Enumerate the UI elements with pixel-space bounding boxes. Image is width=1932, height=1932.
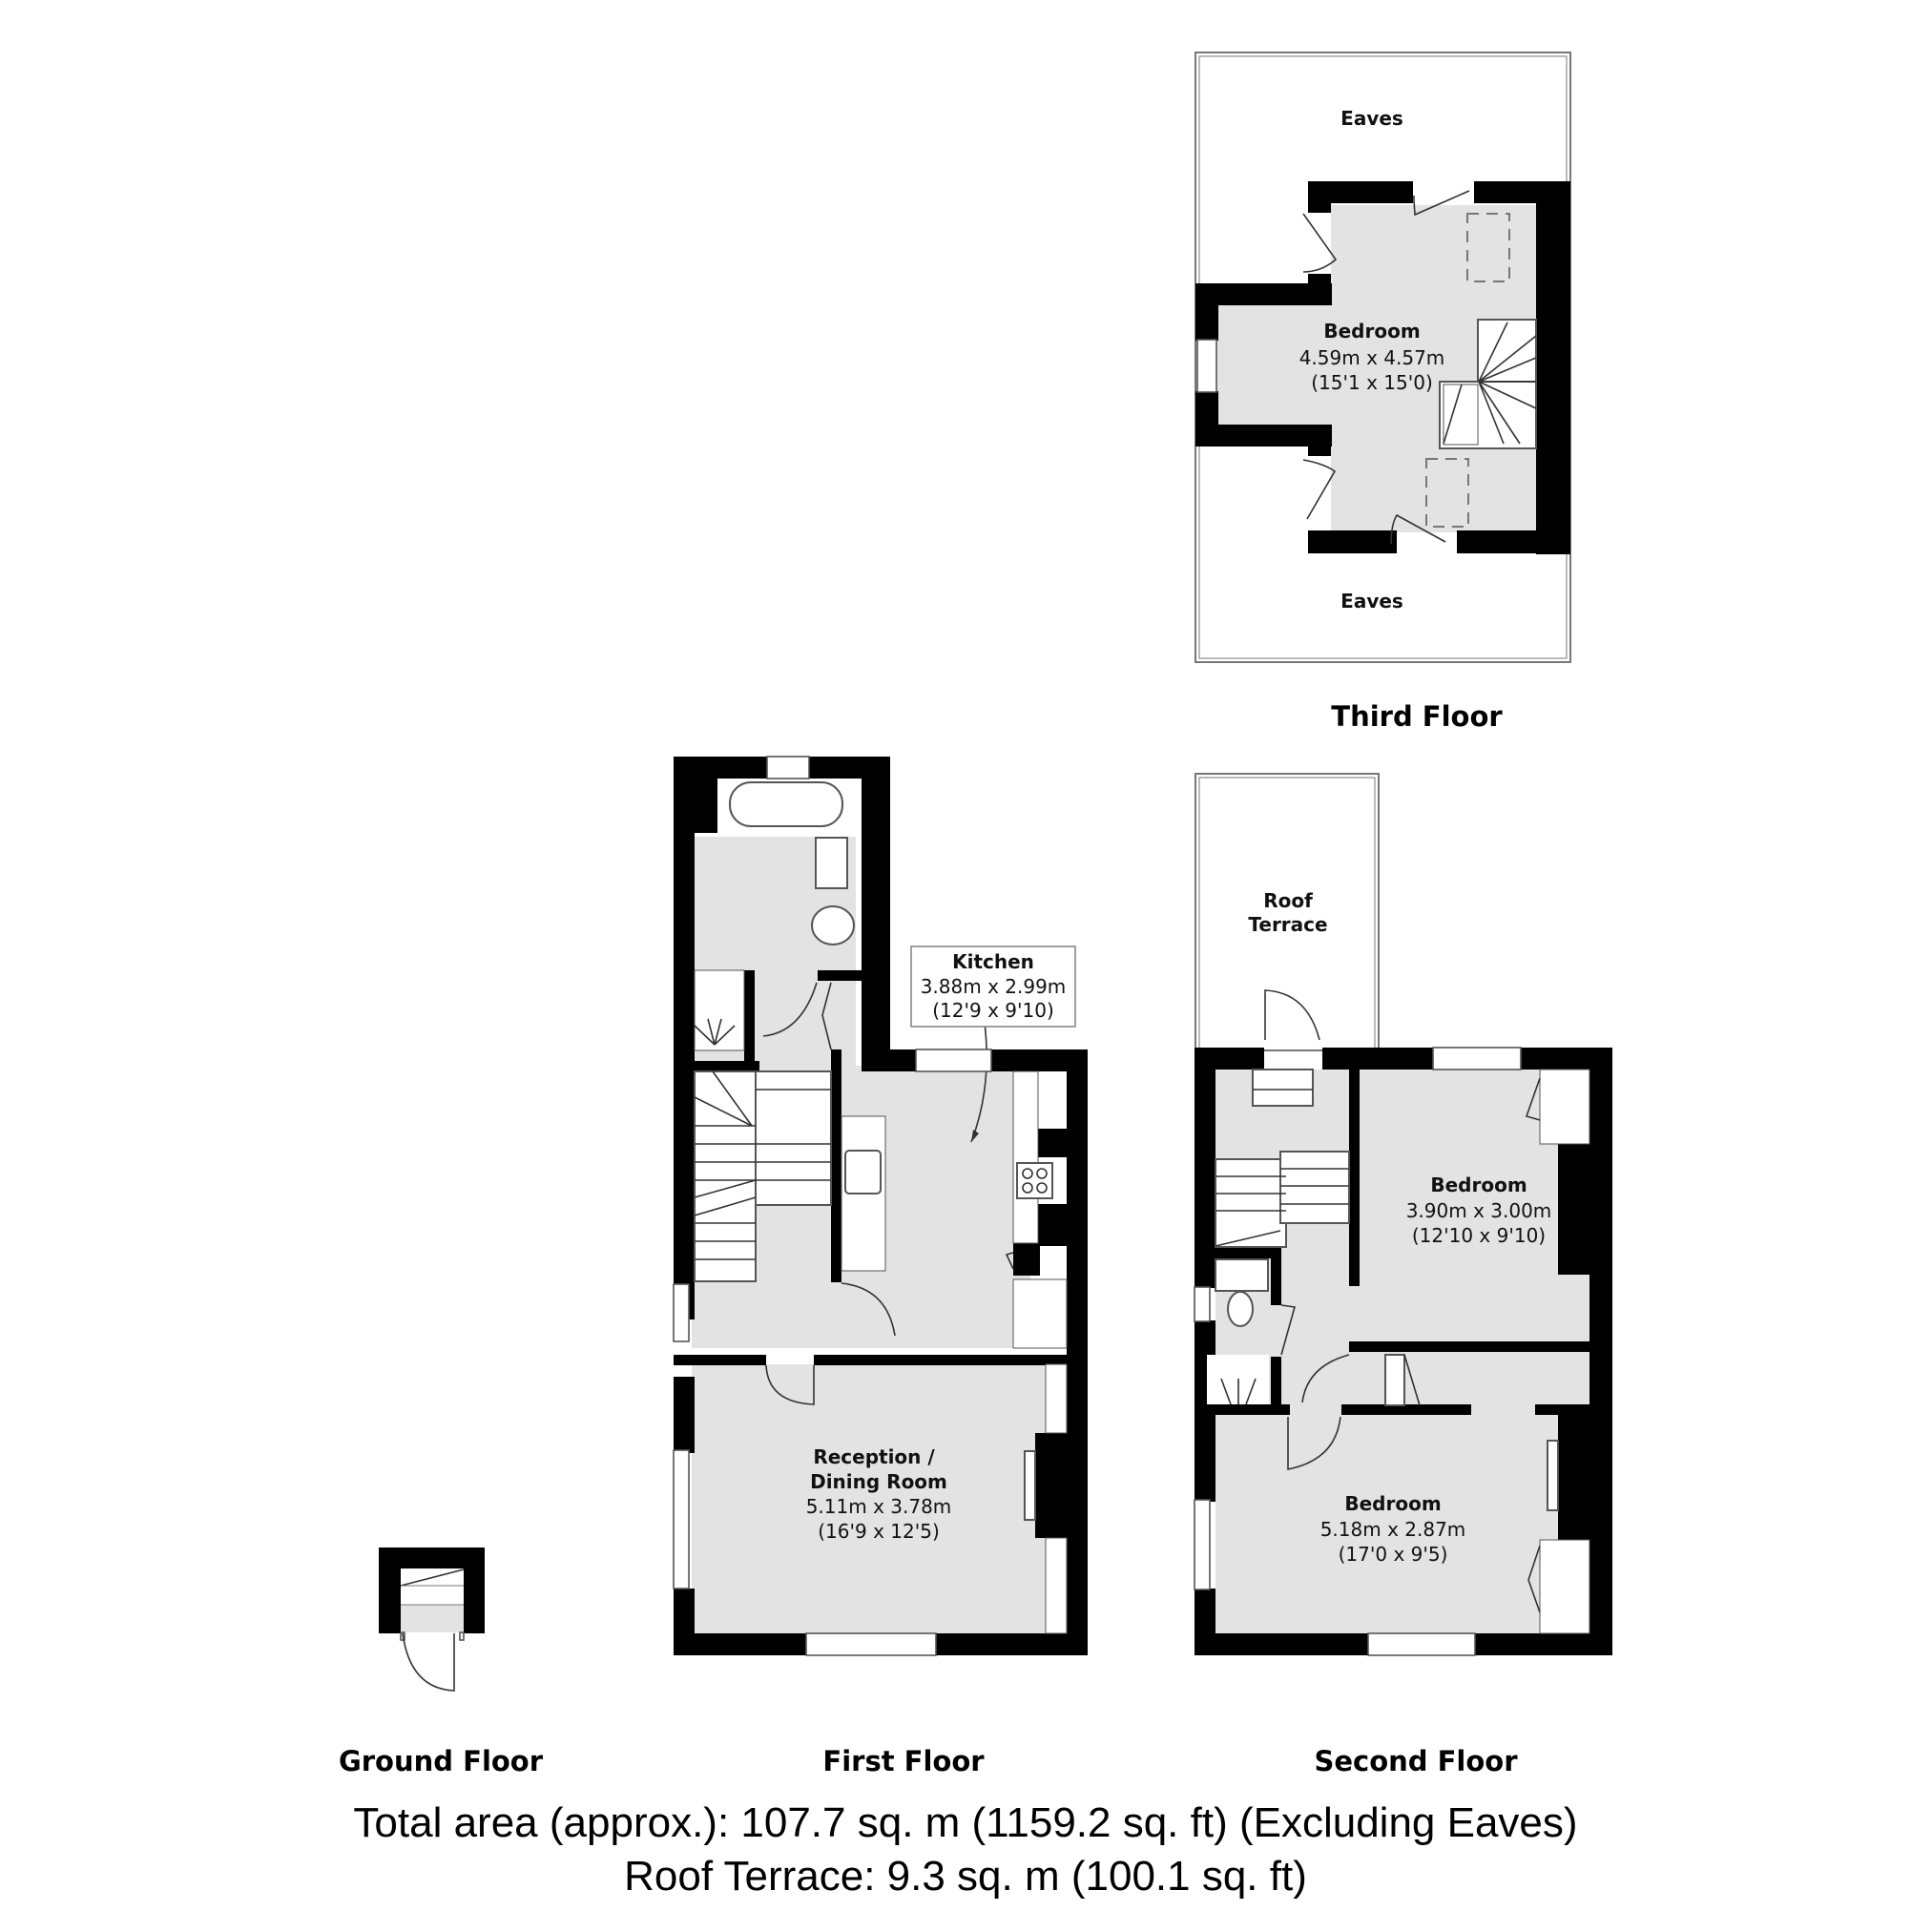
second-floor-rear-bedroom-name: Bedroom [1430,1174,1527,1196]
staircase [1215,1069,1350,1248]
window [915,1049,992,1072]
roof-terrace-label-line2: Terrace [1248,913,1327,936]
door-swing [1302,213,1338,273]
door-swing [1413,190,1470,217]
window [766,756,810,779]
reception-imperial: (16'9 x 12'5) [818,1520,940,1543]
second-floor-rear-bedroom-metric: 3.90m x 3.00m [1406,1199,1552,1222]
kitchen-imperial: (12'9 x 9'10) [932,999,1054,1022]
roof-terrace-area-text: Roof Terrace: 9.3 sq. m (100.1 sq. ft) [624,1853,1307,1900]
third-floor-label: Third Floor [1331,700,1503,733]
second-floor-plan: Roof Terrace [1194,773,1612,1656]
entrance-door-swing [402,1632,455,1692]
eaves-bottom-label: Eaves [1340,590,1403,613]
staircase [694,1070,832,1282]
roof-terrace-label-line1: Roof [1263,889,1313,912]
terrace-door-swing [1264,989,1320,1041]
kitchen-metric: 3.88m x 2.99m [921,975,1067,998]
door-swing [841,1282,896,1337]
first-floor-plan: Kitchen 3.88m x 2.99m (12'9 x 9'10) Rece… [673,756,1088,1656]
reception-floor [692,1364,1067,1636]
kitchen-label-box [910,945,1076,1028]
roof-terrace-boundary [1195,773,1380,1051]
window [805,1632,937,1656]
second-floor-label: Second Floor [1314,1745,1518,1777]
skylight [1425,458,1469,528]
door-swing [1287,1416,1341,1470]
third-floor-bedroom-metric: 4.59m x 4.57m [1299,346,1445,369]
kitchen-name: Kitchen [952,950,1034,973]
door-swing [765,1364,815,1405]
kitchen-label-leader [970,1022,987,1143]
door-swing [821,982,832,1050]
reception-name-line2: Dining Room [810,1470,947,1493]
third-floor-bedroom-name: Bedroom [1323,320,1420,343]
total-area-text: Total area (approx.): 107.7 sq. m (1159.… [353,1799,1577,1846]
door-swing [1280,1304,1297,1356]
second-floor-front-bedroom-imperial: (17'0 x 9'5) [1339,1543,1448,1566]
window [1194,1499,1211,1590]
window [1367,1632,1476,1656]
second-floor-front-bedroom-name: Bedroom [1344,1492,1441,1515]
third-floor-plan: Eaves Bedroom 4.59m x 4.57m (15'1 x 15'0… [1195,52,1571,663]
eaves-top-label: Eaves [1340,107,1403,130]
first-floor-label: First Floor [822,1745,985,1777]
door-swing [1301,1354,1350,1403]
door-swing [1390,513,1446,545]
staircase [1439,319,1537,449]
ground-floor-label: Ground Floor [339,1745,544,1777]
reception-name-line1: Reception / [813,1445,935,1468]
third-floor-bedroom-floor [1214,205,1536,532]
door-swing [762,982,818,1037]
second-floor-rear-bedroom-imperial: (12'10 x 9'10) [1412,1224,1546,1247]
door-swing [1302,459,1337,520]
window [1194,1286,1211,1322]
reception-metric: 5.11m x 3.78m [806,1495,952,1518]
third-floor-bedroom-imperial: (15'1 x 15'0) [1311,371,1433,394]
window [1196,339,1217,393]
window [673,1449,690,1589]
second-floor-front-bedroom-metric: 5.18m x 2.87m [1320,1518,1466,1541]
window [673,1283,690,1342]
window [1432,1047,1522,1070]
ground-floor-plan [379,1548,485,1692]
skylight [1466,213,1510,282]
